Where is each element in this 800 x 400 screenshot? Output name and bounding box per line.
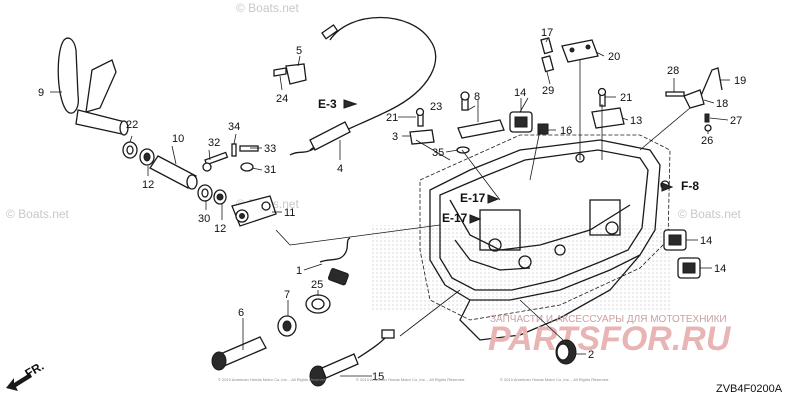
- copyright-line-2: © 2010 American Honda Motor Co.,Inc. - A…: [356, 377, 464, 382]
- copyright-line-1: © 2010 American Honda Motor Co.,Inc. - A…: [218, 377, 326, 382]
- part-23-bolt: [273, 67, 287, 77]
- callout-22: 23: [430, 101, 442, 113]
- part-19-spring: [699, 67, 723, 99]
- callout-17: 17: [541, 27, 553, 39]
- callout-15: 15: [372, 371, 384, 383]
- callout-33: 34: [228, 121, 240, 133]
- part-28-bolt: [202, 151, 229, 172]
- part-4-cable: [289, 16, 437, 156]
- part-32-bolt: [239, 145, 259, 152]
- part-6-plug: [211, 336, 267, 371]
- callout-numbers: 9 22 10 12 32 34 33 31 30 12 11 5 24 4 1…: [38, 27, 746, 383]
- callout-5: 5: [296, 45, 302, 57]
- part-14-grommet-top: [509, 111, 533, 133]
- callout-26: 31: [264, 164, 276, 176]
- callout-31: 27: [730, 115, 742, 127]
- part-30-washer: [197, 184, 213, 202]
- part-10-tube: [149, 155, 198, 190]
- part-18-lever: [683, 89, 705, 109]
- part-13-bracket: [591, 107, 625, 129]
- callout-16: 16: [560, 125, 572, 137]
- lower-cowl: [429, 139, 670, 341]
- copyright-line-3: © 2010 American Honda Motor Co.,Inc. - A…: [500, 377, 608, 382]
- ref-e17-lower: E-17: [442, 211, 468, 225]
- brand-site: PARTSFOR.RU: [488, 320, 732, 358]
- callout-10: 10: [172, 133, 184, 145]
- ref-e3: E-3: [318, 97, 337, 111]
- callout-7: 7: [284, 289, 290, 301]
- leader-lines: [129, 37, 730, 377]
- part-15-harness: [309, 329, 395, 387]
- callout-19: 19: [734, 75, 746, 87]
- callout-13: 13: [630, 115, 642, 127]
- callout-18: 18: [716, 98, 728, 110]
- ref-arrow-e3: [343, 99, 358, 109]
- callout-14-top: 14: [514, 87, 526, 99]
- callout-30: 30: [198, 213, 210, 225]
- part-35-washer: [456, 146, 470, 154]
- brand-tagline: ЗАПЧАСТИ И АКСЕССУАРЫ ДЛЯ МОТОТЕХНИКИ: [490, 314, 727, 325]
- part-16-nut: [537, 123, 549, 135]
- callout-6: 6: [238, 307, 244, 319]
- callout-21-left: 21: [386, 112, 398, 124]
- part-8-bracket: [457, 119, 505, 139]
- part-1-switch-cable: [319, 237, 351, 286]
- callout-8: 8: [474, 91, 480, 103]
- cowl-dashed-outline: [419, 134, 671, 321]
- callout-27: 22: [126, 119, 138, 131]
- front-direction-indicator: FR.: [6, 359, 46, 391]
- callout-9: 9: [38, 87, 44, 99]
- front-arrow-icon: [6, 373, 32, 391]
- part-17-pin: [540, 37, 554, 55]
- part-26-clip: [240, 162, 254, 172]
- part-20-latch: [561, 39, 599, 70]
- callout-14-right1: 14: [700, 235, 712, 247]
- ref-arrow-e17-upper: [487, 194, 500, 204]
- ref-arrow-e17-lower: [469, 214, 482, 224]
- ref-f8: F-8: [681, 179, 699, 193]
- callout-11: 11: [284, 207, 295, 219]
- watermark-top: © Boats.net: [236, 1, 300, 15]
- callout-28: 32: [208, 137, 220, 149]
- callout-12-left: 12: [142, 179, 154, 191]
- watermark-right: © Boats.net: [678, 207, 742, 221]
- callout-20: 20: [608, 51, 620, 63]
- callout-21-right: 21: [620, 92, 632, 104]
- callout-34: 29: [542, 85, 554, 97]
- callout-12-right: 12: [214, 223, 226, 235]
- callout-25: 26: [701, 135, 713, 147]
- part-2-grommet: [555, 339, 577, 365]
- part-14-grommet-right1: [663, 229, 687, 251]
- callout-32: 33: [264, 143, 276, 155]
- part-5-bracket: [285, 63, 307, 85]
- part-33-pin: [231, 143, 237, 157]
- callout-2: 2: [588, 349, 594, 361]
- callout-23: 24: [276, 93, 288, 105]
- part-24-grommet: [305, 294, 331, 314]
- ref-arrow-f8: [661, 182, 674, 192]
- part-25-washer: [704, 124, 712, 132]
- part-14-grommet-right2: [677, 257, 701, 279]
- part-29-pin: [665, 91, 685, 97]
- part-34-pin: [541, 55, 555, 73]
- ref-e17-upper: E-17: [460, 191, 486, 205]
- callout-3: 3: [392, 131, 398, 143]
- part-27-washer: [122, 141, 138, 159]
- callout-1: 1: [296, 265, 302, 277]
- part-31-clip: [704, 113, 710, 123]
- callout-29: 28: [667, 65, 679, 77]
- watermark-left: © Boats.net: [6, 207, 70, 221]
- callout-24: 25: [311, 279, 323, 291]
- part-11-shift-arm: [231, 195, 277, 227]
- callout-35: 35: [432, 147, 444, 159]
- diagram-code: ZVB4F0200A: [716, 383, 783, 395]
- callout-4: 4: [337, 163, 343, 175]
- part-7-grommet: [277, 315, 297, 337]
- part-3-clip: [409, 129, 435, 145]
- part-9-shift-handle: [57, 37, 129, 136]
- callout-14-right2: 14: [714, 263, 726, 275]
